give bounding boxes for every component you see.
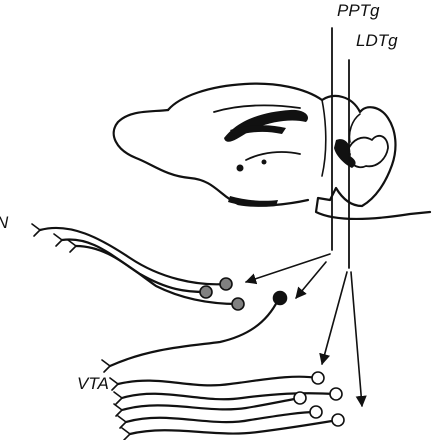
label-vta: VTA [77, 374, 109, 393]
vta-neurons [109, 371, 345, 440]
soma-gray-3 [231, 297, 245, 311]
label-snc: N [0, 213, 9, 232]
soma-open-3 [293, 391, 307, 405]
soma-open-4 [309, 405, 323, 419]
soma-open-2 [329, 387, 343, 401]
fornix-band [230, 125, 286, 136]
brain-outline [112, 82, 432, 221]
corpus-callosum [224, 109, 309, 142]
label-pptg: PPTg [337, 1, 380, 20]
ventral-tract [228, 196, 278, 207]
sn-neurons [31, 223, 288, 373]
label-ldtg: LDTg [356, 31, 398, 50]
soma-black [272, 290, 288, 306]
cerebellar-peduncle [334, 139, 356, 168]
projection-arrows [244, 253, 367, 408]
anterior-commissure [236, 164, 244, 172]
soma-gray-1 [219, 277, 233, 291]
soma-gray-2 [199, 285, 213, 299]
nucleus-dot [261, 159, 267, 165]
soma-open-1 [311, 371, 325, 385]
soma-open-5 [331, 413, 345, 427]
brain-structures [224, 109, 356, 207]
